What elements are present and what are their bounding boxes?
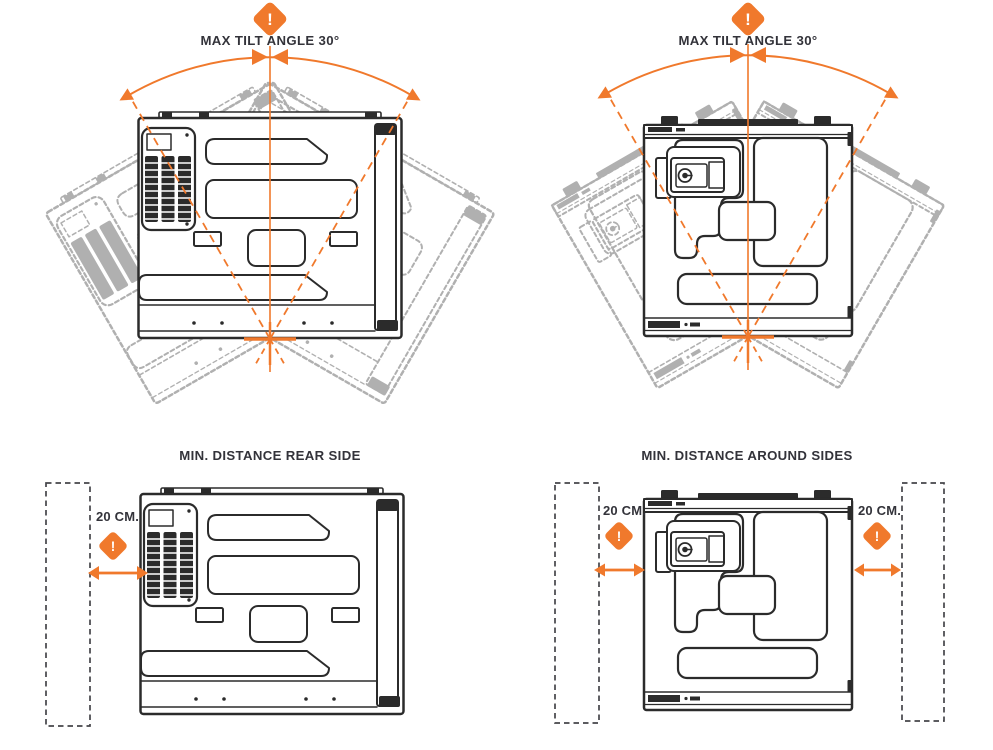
device-group: [642, 488, 854, 712]
warning-glyph: !: [745, 10, 751, 29]
wall-dashed-outline-left: [554, 482, 600, 724]
tilt-rear-title: MAX TILT ANGLE 30°: [200, 33, 339, 48]
panel-clearance-rear: MIN. DISTANCE REAR SIDE 20 CM. !: [45, 448, 405, 727]
tilt-limit-line-left: [128, 94, 271, 340]
warning-glyph: !: [875, 529, 880, 544]
device-front-view: [642, 488, 854, 712]
warning-icon-right: !: [863, 522, 891, 550]
arc-arrowhead-left-icon: [119, 88, 134, 101]
warning-icon-left: !: [605, 522, 633, 550]
arc-arrowhead-left-icon: [597, 86, 612, 99]
tilt-arc: [606, 54, 890, 94]
distance-label: 20 CM.: [96, 509, 139, 524]
tilt-limit-line-right: [747, 92, 890, 338]
tilt-limit-line-right: [269, 94, 412, 340]
distance-label-left: 20 CM.: [603, 503, 646, 518]
device-rear-view: [139, 486, 405, 716]
warning-glyph: !: [111, 539, 116, 554]
panel-tilt-rear: ! MAX TILT ANGLE 30°: [41, 2, 499, 406]
arc-arrowhead-right-icon: [884, 86, 899, 99]
wall-dashed-outline: [45, 482, 91, 727]
device-group: [139, 486, 405, 716]
tilt-arc: [128, 56, 412, 96]
panel-clearance-front: MIN. DISTANCE AROUND SIDES 20 CM. ! 20 C…: [554, 448, 945, 724]
warning-icon: !: [253, 2, 287, 36]
clearance-front-title: MIN. DISTANCE AROUND SIDES: [641, 448, 852, 463]
tilt-limit-line-left: [606, 92, 749, 338]
pivot-ray-extensions: [731, 336, 765, 366]
panel-tilt-front: ! MAX TILT ANGLE 30°: [546, 2, 951, 390]
apex-arrow-left-icon: [252, 49, 268, 65]
clearance-rear-title: MIN. DISTANCE REAR SIDE: [179, 448, 360, 463]
tilt-front-title: MAX TILT ANGLE 30°: [678, 33, 817, 48]
wall-dashed-outline-right: [901, 482, 945, 722]
clearance-arrow-left: [594, 563, 645, 577]
warning-icon: !: [731, 2, 765, 36]
warning-icon: !: [99, 532, 127, 560]
pivot-ray-extensions: [253, 338, 287, 368]
apex-arrow-right-icon: [750, 47, 766, 63]
arc-arrowhead-right-icon: [406, 88, 421, 101]
distance-label-right: 20 CM.: [858, 503, 901, 518]
warning-glyph: !: [617, 529, 622, 544]
clearance-arrow-right: [854, 563, 901, 577]
clearance-arrow: [88, 566, 148, 580]
apex-arrow-right-icon: [272, 49, 288, 65]
warning-glyph: !: [267, 10, 273, 29]
apex-arrow-left-icon: [730, 47, 746, 63]
